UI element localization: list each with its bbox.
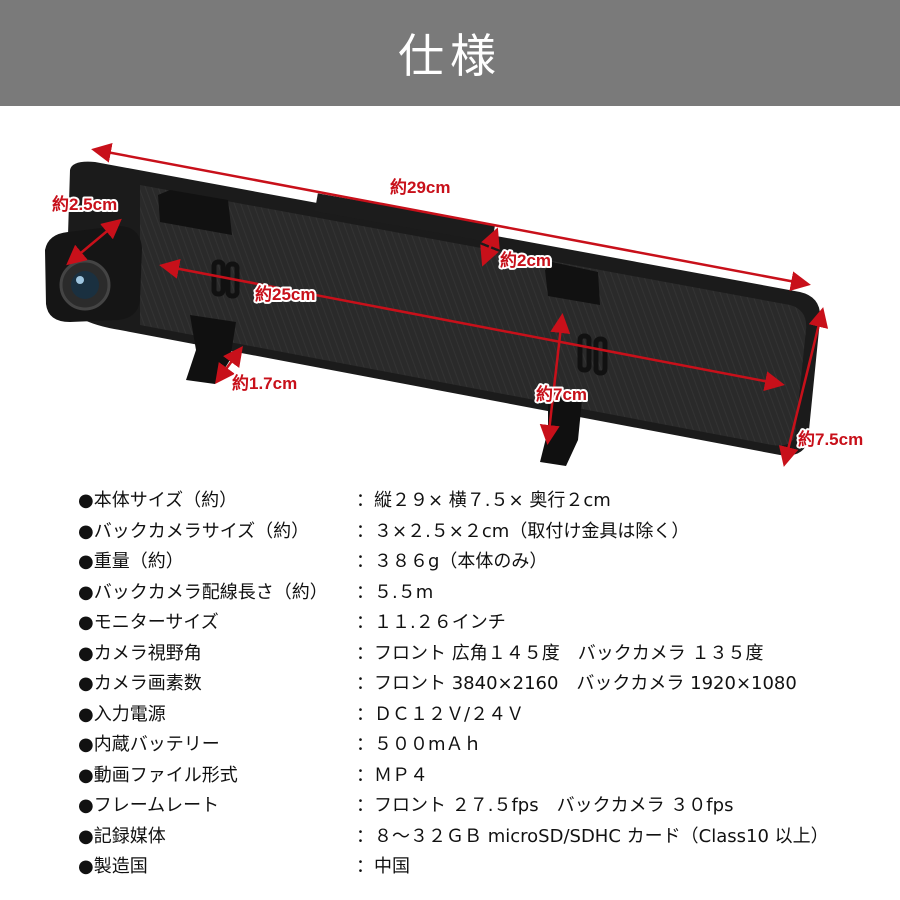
spec-value: ：ＤＣ１２Ｖ/２４Ｖ (356, 703, 525, 725)
spec-label: ●モニターサイズ (78, 612, 219, 633)
label-inner-height: 約7cm (536, 384, 587, 404)
spec-row: ●製造国 ：中国 (78, 852, 878, 883)
label-bracket-height: 約1.7cm (232, 373, 297, 393)
spec-value: ：１１.２６インチ (356, 612, 506, 633)
arrow-depth (480, 227, 500, 267)
spec-label: ●動画ファイル形式 (78, 764, 238, 786)
spec-label: ●バックカメラ配線長さ（約） (78, 581, 328, 603)
spec-label: ●製造国 (78, 856, 148, 877)
arrow-height (778, 307, 829, 467)
spec-label: ●入力電源 (78, 703, 166, 725)
spec-value: ：フロント 3840×2160 バックカメラ 1920×1080 (356, 673, 797, 694)
spec-label: ●記録媒体 (78, 825, 166, 847)
spec-label: ●本体サイズ（約） (78, 490, 238, 511)
spec-value: ：中国 (356, 856, 410, 877)
spec-row: ●内蔵バッテリー ：５００mＡｈ (78, 730, 878, 761)
arrow-inner-height (539, 313, 571, 445)
spec-value: ：５００mＡｈ (356, 734, 482, 755)
label-height: 約7.5cm (798, 429, 863, 449)
spec-row: ●動画ファイル形式 ：ＭＰ４ (78, 761, 878, 792)
label-screen-width: 約25cm (255, 284, 315, 304)
spec-row: ●フレームレート ：フロント ２７.５fps バックカメラ ３０fps (78, 791, 878, 822)
front-camera (45, 226, 142, 322)
spec-label: ●重量（約） (78, 551, 184, 572)
arrow-camera (66, 218, 122, 266)
arrow-screen-width (159, 259, 785, 391)
spec-value: ：５.５m (356, 581, 434, 603)
page-title: 仕様 (398, 29, 502, 83)
spec-value: ：３８６g（本体のみ） (356, 551, 548, 572)
product-illustration: 約29cm 約25cm 約7.5cm 約2cm 約2.5cm 約1.7cm 約7… (0, 110, 900, 480)
spec-row: ●カメラ画素数 ：フロント 3840×2160 バックカメラ 1920×1080 (78, 669, 878, 700)
label-camera-size: 約2.5cm (52, 194, 117, 214)
label-length: 約29cm (390, 177, 450, 197)
spec-row: ●バックカメラ配線長さ（約） ：５.５m (78, 578, 878, 609)
strap-clip-left (186, 315, 236, 384)
spec-value: ：フロント ２７.５fps バックカメラ ３０fps (356, 795, 734, 816)
spec-list: ●本体サイズ（約） ：縦２９× 横７.５× 奥行２cm ●バックカメラサイズ（約）… (78, 486, 878, 883)
spec-value: ：縦２９× 横７.５× 奥行２cm (356, 490, 611, 511)
spec-label: ●カメラ画素数 (78, 673, 202, 694)
spec-label: ●内蔵バッテリー (78, 734, 220, 755)
mirror-dashcam-figure: 約29cm 約25cm 約7.5cm 約2cm 約2.5cm 約1.7cm 約7… (45, 142, 865, 467)
spec-row: ●カメラ視野角 ：フロント 広角１４５度 バックカメラ １３５度 (78, 639, 878, 670)
spec-label: ●バックカメラサイズ（約） (78, 520, 310, 542)
spec-value: ：８～３２ＧＢ microSD/SDHC カード（Class10 以上） (356, 825, 829, 847)
spec-row: ●モニターサイズ ：１１.２６インチ (78, 608, 878, 639)
spec-row: ●バックカメラサイズ（約） ：３×２.５×２cm（取付け金具は除く） (78, 517, 878, 548)
spec-value: ：フロント 広角１４５度 バックカメラ １３５度 (356, 642, 764, 664)
spec-row: ●重量（約） ：３８６g（本体のみ） (78, 547, 878, 578)
label-depth: 約2cm (500, 250, 551, 270)
spec-value: ：３×２.５×２cm（取付け金具は除く） (356, 520, 690, 542)
header-banner: 仕様 (0, 0, 900, 106)
spec-row: ●本体サイズ（約） ：縦２９× 横７.５× 奥行２cm (78, 486, 878, 517)
spec-row: ●記録媒体 ：８～３２ＧＢ microSD/SDHC カード（Class10 以上… (78, 822, 878, 853)
spec-row: ●入力電源 ：ＤＣ１２Ｖ/２４Ｖ (78, 700, 878, 731)
spec-value: ：ＭＰ４ (356, 764, 428, 786)
spec-label: ●カメラ視野角 (78, 642, 202, 664)
arrow-bracket (215, 345, 243, 385)
spec-label: ●フレームレート (78, 795, 220, 816)
